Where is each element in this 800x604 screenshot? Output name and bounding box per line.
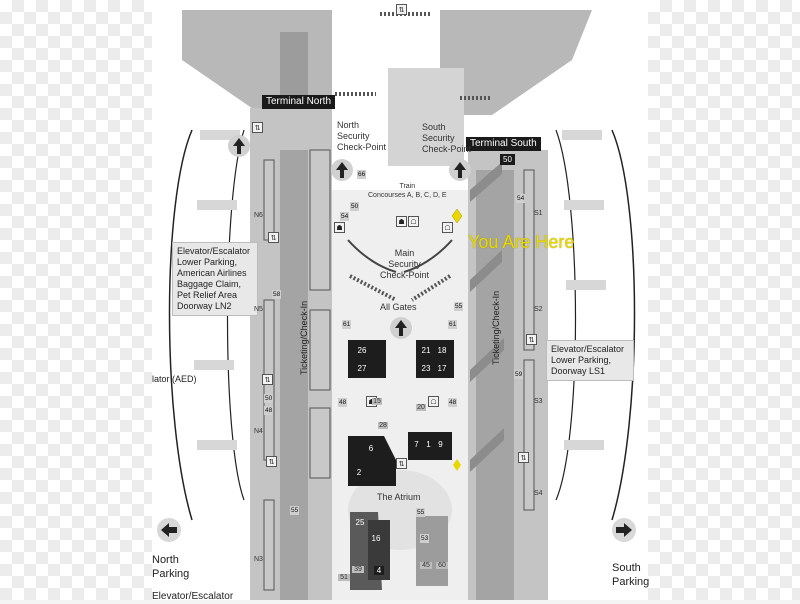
- doorway-n3: N3: [254, 556, 263, 563]
- train-concourses-label: Train Concourses A, B, C, D, E: [368, 183, 447, 199]
- road-right-outer: [611, 129, 636, 521]
- area-number: 55: [454, 302, 464, 311]
- area-number: 48: [338, 398, 348, 407]
- arrow-left-icon[interactable]: [157, 518, 181, 542]
- shop-45: 45: [420, 562, 432, 569]
- elevator-icon: ⇅: [396, 4, 407, 15]
- arrow-up-icon: [390, 317, 412, 339]
- arrow-up-icon: [331, 159, 353, 181]
- shop-25: 25: [354, 518, 366, 527]
- doorway-s1: S1: [534, 210, 543, 217]
- bottom-left-label: Elevator/Escalator: [152, 591, 234, 602]
- you-are-here-label: You Are Here: [468, 232, 575, 252]
- restroom-icon: ☖: [442, 222, 453, 233]
- shop-9: 9: [436, 440, 445, 449]
- area-number: 53: [420, 534, 430, 543]
- restroom-icon: ☗: [396, 216, 407, 227]
- marker-secondary: [453, 459, 461, 471]
- restroom-icon: ☖: [408, 216, 419, 227]
- road-left-outer: [168, 129, 193, 521]
- area-number: 59: [514, 370, 524, 379]
- info-box-right: Elevator/Escalator Lower Parking, Doorwa…: [546, 340, 634, 381]
- south-wing-top: [440, 10, 592, 115]
- south-parking-label: South Parking: [612, 562, 650, 588]
- road-left-inner: [226, 129, 245, 501]
- terminal-south-label: Terminal South: [466, 137, 541, 151]
- you-are-here-marker-icon: [451, 208, 463, 224]
- shop-18: 18: [436, 346, 448, 355]
- ticketing-left-label: Ticketing/Check-In: [299, 300, 309, 375]
- terminal-south-badge: 50: [500, 154, 515, 165]
- ticketing-band-right: [476, 170, 514, 600]
- elevator-icon: ⇅: [262, 374, 273, 385]
- shop-7: 7: [412, 440, 421, 449]
- area-number: 50: [264, 394, 274, 403]
- checkpoint-badge: 66: [357, 170, 367, 179]
- diagonal-kiosks: [470, 162, 504, 472]
- shop-26: 26: [356, 346, 368, 355]
- area-number: 61: [448, 320, 458, 329]
- shop-28: 28: [378, 422, 388, 429]
- doorway-n5: N5: [254, 306, 263, 313]
- elevator-icon: ⇅: [396, 458, 407, 469]
- doorway-s3: S3: [534, 398, 543, 405]
- shop-2: 2: [354, 468, 364, 477]
- shop-23: 23: [420, 364, 432, 373]
- area-number: 48: [264, 406, 274, 415]
- shop-4: 4: [374, 566, 384, 575]
- doorway-s4: S4: [534, 490, 543, 497]
- area-number: 55: [290, 506, 300, 515]
- restroom-icon: ☗: [334, 222, 345, 233]
- info-box-left: Elevator/Escalator Lower Parking, Americ…: [172, 242, 258, 316]
- terminal-map: Terminal North Terminal South 50 North S…: [152, 0, 648, 600]
- shop-20: 20: [416, 404, 426, 411]
- shop-15: 15: [372, 398, 382, 405]
- doorway-s2: S2: [534, 306, 543, 313]
- area-number: 54: [516, 194, 526, 203]
- ticketing-right-label: Ticketing/Check-In: [491, 290, 501, 365]
- shop-39: 39: [352, 566, 364, 573]
- area-number: 54: [340, 212, 350, 221]
- elevator-icon: ⇅: [518, 452, 529, 463]
- doorway-n4: N4: [254, 428, 263, 435]
- terminal-north-label: Terminal North: [262, 95, 336, 109]
- area-number: 48: [448, 398, 458, 407]
- atrium-label: The Atrium: [377, 492, 421, 502]
- elevator-icon: ⇅: [526, 334, 537, 345]
- central-block: [388, 68, 464, 166]
- restroom-icon: ☖: [428, 396, 439, 407]
- shop-51: 51: [338, 574, 350, 581]
- arrow-right-icon[interactable]: [612, 518, 636, 542]
- shop-17: 17: [436, 364, 448, 373]
- shop-16: 16: [370, 534, 382, 543]
- shop-6: 6: [366, 444, 376, 453]
- elevator-icon: ⇅: [252, 122, 263, 133]
- north-security-checkpoint-label: North Security Check-Point: [337, 120, 387, 152]
- shop-27: 27: [356, 364, 368, 373]
- right-columns: [523, 169, 535, 511]
- area-number: 61: [342, 320, 352, 329]
- area-number: 50: [350, 202, 360, 211]
- main-security-checkpoint-label: Main Security Check-Point: [380, 248, 430, 280]
- south-security-checkpoint-label: South Security Check-Point: [422, 122, 472, 154]
- ticketing-band-left: [280, 150, 308, 600]
- elevator-icon: ⇅: [268, 232, 279, 243]
- north-parking-label: North Parking: [152, 554, 190, 580]
- shop-60: 60: [436, 562, 448, 569]
- arrow-up-icon: [449, 159, 471, 181]
- map-floorplan: [157, 10, 636, 600]
- elevator-icon: ⇅: [266, 456, 277, 467]
- canopy-stripes-right: [562, 130, 606, 450]
- area-number: 55: [416, 508, 426, 517]
- all-gates-label: All Gates: [380, 302, 417, 312]
- aed-label: lator (AED): [152, 374, 197, 384]
- doorway-n6: N6: [254, 212, 263, 219]
- road-right-inner: [555, 129, 577, 501]
- arrow-up-icon: [228, 135, 250, 157]
- area-number: 58: [272, 290, 282, 299]
- shop-1: 1: [424, 440, 433, 449]
- shop-21: 21: [420, 346, 432, 355]
- shop-block-45: [416, 516, 448, 586]
